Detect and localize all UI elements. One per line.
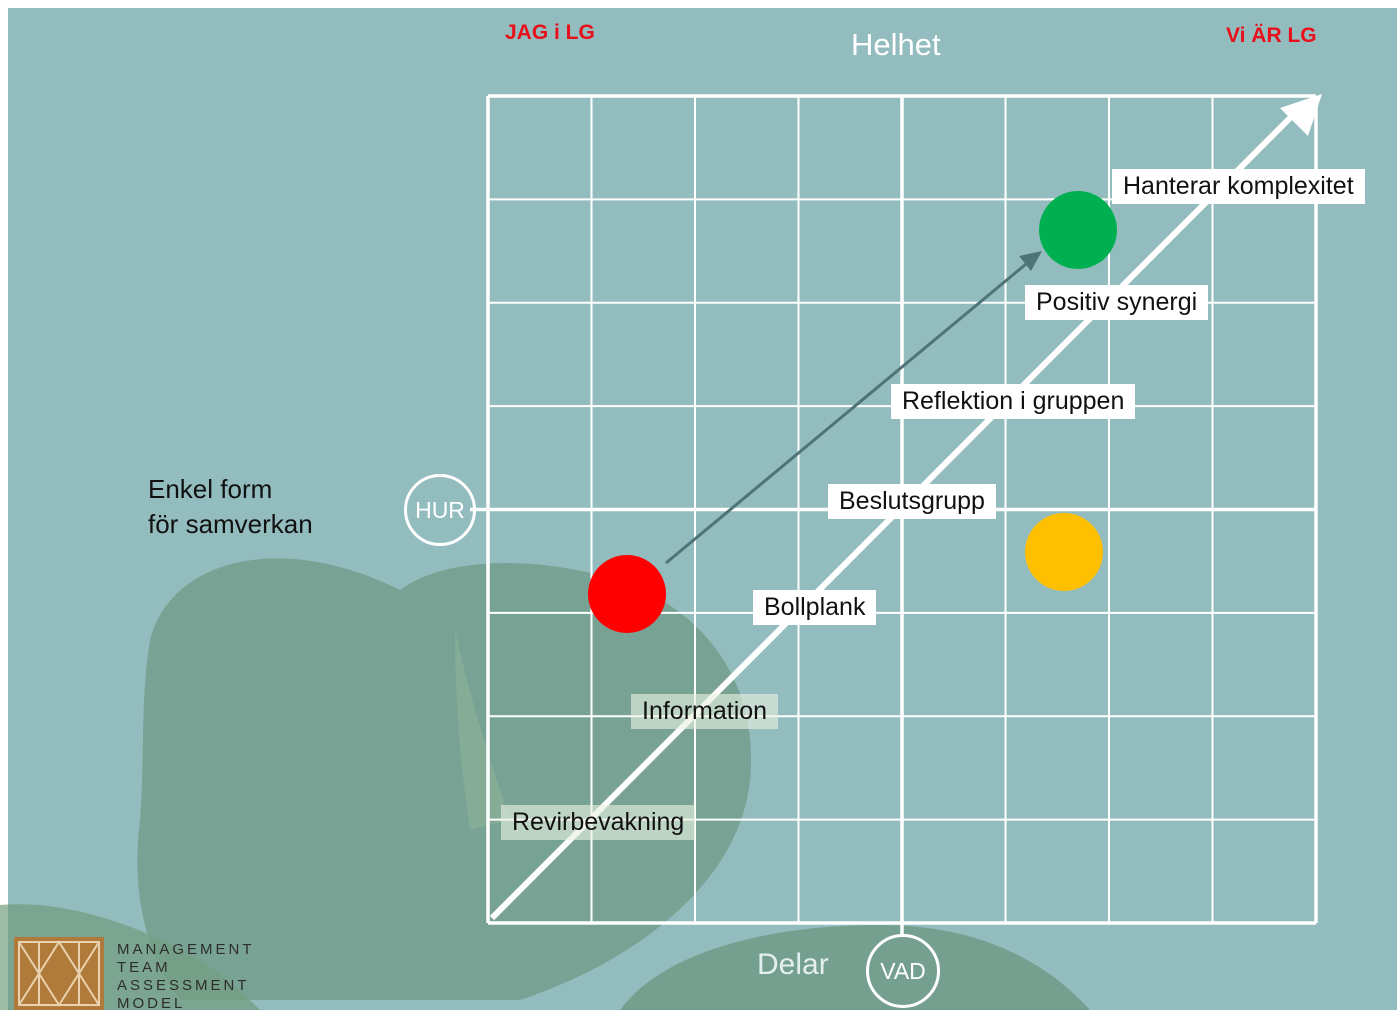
left-description: Enkel form för samverkan xyxy=(148,472,313,542)
yellow-marker xyxy=(1025,513,1103,591)
stage-label-hanterar-komplexitet: Hanterar komplexitet xyxy=(1112,169,1365,204)
stage-label-revirbevakning: Revirbevakning xyxy=(501,805,696,840)
left-description-line1: Enkel form xyxy=(148,474,273,504)
development-arrow-head xyxy=(1280,94,1322,136)
stage-label-positiv-synergi: Positiv synergi xyxy=(1025,285,1209,320)
vad-badge: VAD xyxy=(866,934,940,1008)
stage-label-reflektion: Reflektion i gruppen xyxy=(891,384,1136,419)
stage-label-beslutsgrupp: Beslutsgrupp xyxy=(828,484,996,519)
logo-text-line1: MANAGEMENT xyxy=(117,941,255,958)
logo-text-line3: ASSESSMENT xyxy=(117,977,250,994)
mtam-logo xyxy=(14,937,104,1010)
logo-text-line2: TEAM xyxy=(117,959,171,976)
header-left-label: JAG i LG xyxy=(505,21,595,44)
hur-badge: HUR xyxy=(404,474,476,546)
header-right-label: Vi ÄR LG xyxy=(1226,24,1317,47)
progress-arrow-head xyxy=(1019,251,1042,271)
mtam-logo-mark xyxy=(18,940,100,1007)
left-description-line2: för samverkan xyxy=(148,509,313,539)
red-marker xyxy=(588,555,666,633)
stage-label-bollplank: Bollplank xyxy=(753,590,877,625)
stage-label-information: Information xyxy=(631,694,779,729)
axis-top-label: Helhet xyxy=(851,27,941,62)
logo-text-line4: MODEL xyxy=(117,995,186,1012)
logo-text: MANAGEMENT TEAM ASSESSMENT MODEL xyxy=(117,941,255,1013)
green-marker xyxy=(1039,191,1117,269)
axis-bottom-label: Delar xyxy=(757,948,829,981)
progress-arrow xyxy=(665,262,1027,565)
